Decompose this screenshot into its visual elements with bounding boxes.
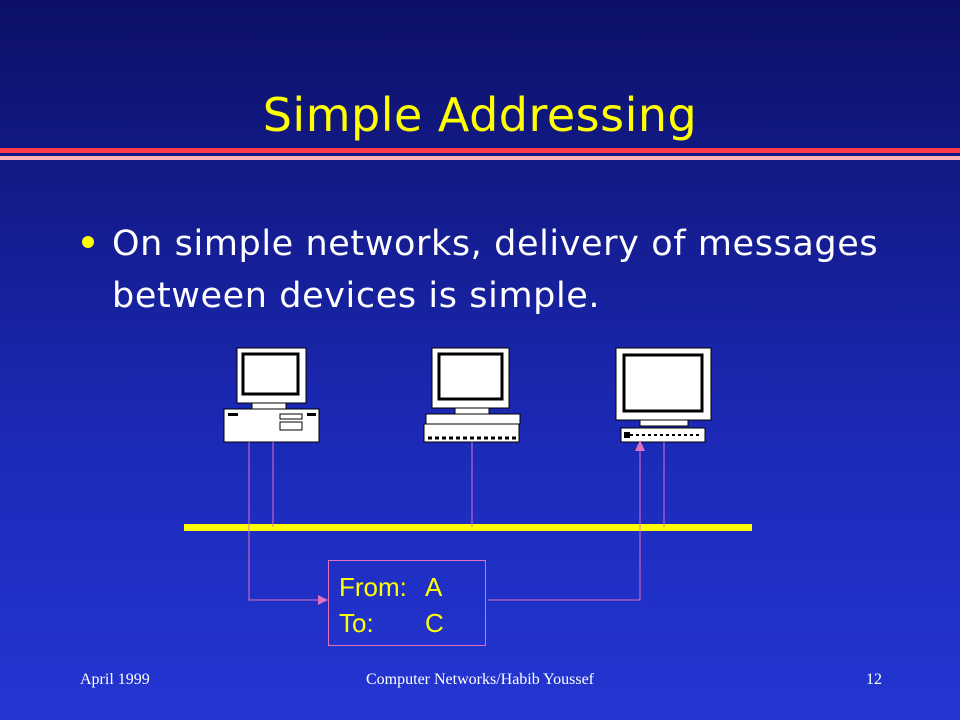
message-from-row: From: A	[339, 569, 475, 605]
network-bus	[184, 524, 752, 531]
computer-b-icon	[423, 347, 521, 443]
footer-course: Computer Networks/Habib Youssef	[366, 671, 594, 688]
footer-date: April 1999	[80, 671, 150, 688]
footer-page-number: 12	[866, 671, 882, 688]
message-path	[248, 442, 641, 601]
message-to-label: To:	[339, 608, 374, 638]
message-packet: From: A To: C	[328, 560, 486, 646]
arrowhead-right	[318, 595, 328, 605]
message-to-value: C	[425, 608, 444, 638]
computer-a-icon	[223, 347, 320, 443]
bullet-marker	[82, 236, 94, 248]
bullet-text: On simple networks, delivery of messages…	[112, 224, 879, 316]
arrowhead-up	[635, 440, 645, 451]
computer-c-icon	[615, 347, 712, 443]
message-from-label: From:	[339, 572, 407, 602]
title-divider-accent	[0, 156, 960, 160]
message-to-row: To: C	[339, 605, 475, 641]
message-from-value: A	[425, 572, 443, 602]
slide-title: Simple Addressing	[262, 88, 698, 142]
drop-cables	[272, 442, 665, 527]
title-divider	[0, 148, 960, 153]
